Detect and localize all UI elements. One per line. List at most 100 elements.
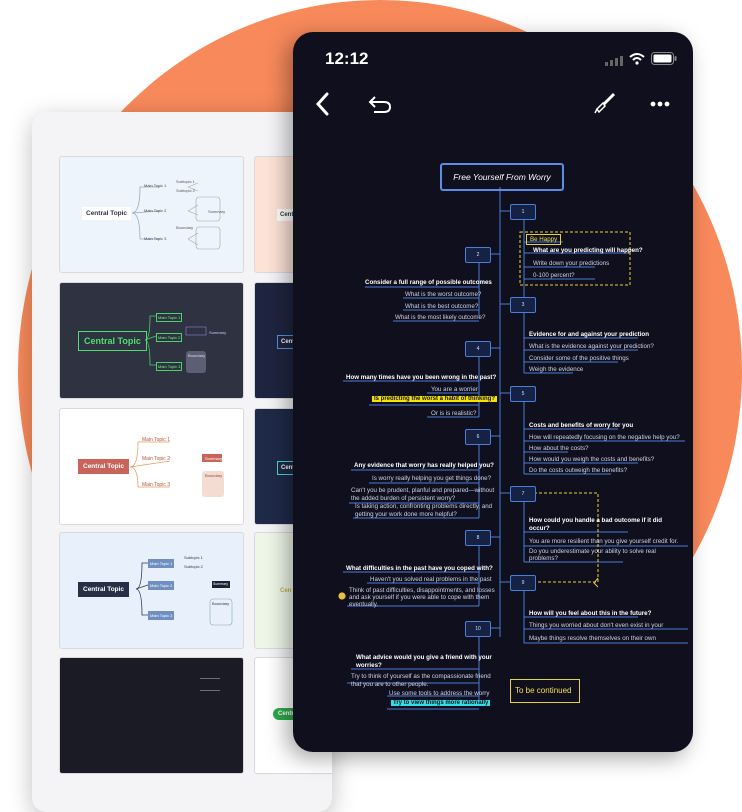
undo-icon[interactable] [368, 94, 392, 114]
template-1-lines [131, 182, 221, 250]
b5-item-3[interactable]: How about the costs? [529, 445, 589, 452]
b2-item-4[interactable]: What is the most likely outcome? [395, 314, 486, 321]
b3-item-2[interactable]: What is the evidence against your predic… [529, 343, 654, 350]
b10-item-5[interactable]: Use some tools to address the worry [389, 690, 490, 697]
b7-item-4[interactable]: Do you underestimate your ability to sol… [529, 548, 656, 555]
b7-item-2[interactable]: occur? [529, 525, 550, 532]
b7-item-1[interactable]: How could you handle a bad outcome if it… [529, 517, 663, 524]
b9-item-2[interactable]: Things you worried about don't even exis… [529, 622, 664, 629]
template-4-lines [135, 562, 233, 626]
mindmap-node-6[interactable]: 6 [465, 429, 491, 445]
template-4-sub-1: Subtopic 1 [184, 555, 203, 560]
b3-item-4[interactable]: Weigh the evidence [529, 366, 584, 373]
b6-item-4[interactable]: the added burden of persistent worry? [351, 495, 456, 502]
paint-brush-icon[interactable] [594, 92, 616, 114]
phone-screen: 12:12 [293, 32, 693, 752]
mindmap-node-8[interactable]: 8 [465, 530, 491, 546]
mindmap-node-1[interactable]: 1 [510, 204, 536, 220]
b4-item-3[interactable]: Is predicting the worst a habit of think… [372, 396, 498, 402]
b5-item-2[interactable]: How will repeatedly focusing on the nega… [529, 434, 680, 441]
template-gallery: Central Topic Main Topic 1 Main Topic 2 … [32, 112, 332, 812]
b3-item-1[interactable]: Evidence for and against your prediction [529, 331, 649, 338]
signal-icon [605, 56, 623, 66]
template-3-summary: Summary [205, 456, 223, 461]
b10-item-1[interactable]: What advice would you give a friend with… [356, 654, 492, 661]
b7-item-5[interactable]: problems? [529, 555, 558, 562]
template-3-central: Central Topic [78, 459, 130, 474]
template-3-main-3: Main Topic 3 [142, 482, 170, 488]
template-1-main-2: Main Topic 2 [144, 208, 167, 213]
template-4b-central: Cen [280, 588, 292, 594]
b10-item-4[interactable]: that you are to other people. [351, 681, 429, 688]
b6-item-2[interactable]: Is worry really helping you get things d… [372, 475, 492, 482]
mindmap-node-3[interactable]: 3 [510, 297, 536, 313]
mindmap-connectors [343, 187, 688, 710]
b6-item-1[interactable]: Any evidence that worry has really helpe… [354, 462, 494, 469]
smile-icon [338, 592, 346, 600]
template-card-5[interactable] [59, 657, 244, 774]
b2-item-1[interactable]: Consider a full range of possible outcom… [365, 279, 492, 286]
b9-item-1[interactable]: How will you feel about this in the futu… [529, 610, 652, 617]
template-card-4[interactable]: Central Topic Main Topic 1 Main Topic 2 … [59, 532, 244, 649]
template-card-3[interactable]: Central Topic Main Topic 1 Main Topic 2 … [59, 408, 244, 525]
template-1-sub-1: Subtopic 1 [176, 179, 195, 184]
template-2-boundary: Boundary [188, 353, 206, 358]
mindmap-node-7[interactable]: 7 [510, 486, 536, 502]
b1-item-4[interactable]: 0-100 percent? [533, 272, 575, 279]
wifi-icon [629, 53, 645, 65]
b5-item-1[interactable]: Costs and benefits of worry for you [529, 422, 634, 429]
b8-item-5[interactable]: eventually. [349, 601, 379, 608]
b1-item-3[interactable]: Write down your predictions [533, 260, 610, 267]
mindmap-node-2[interactable]: 2 [465, 247, 491, 263]
b10-item-6[interactable]: Try to view things more rationally [391, 700, 491, 706]
b3-item-3[interactable]: Consider some of the positive things [529, 355, 629, 362]
b1-item-2[interactable]: What are you predicting will happen? [533, 247, 643, 254]
b8-item-1[interactable]: What difficulties in the past have you c… [346, 565, 493, 572]
b8-item-3[interactable]: Think of past difficulties, disappointme… [349, 587, 495, 594]
more-dots-icon[interactable] [650, 101, 670, 107]
b5-item-4[interactable]: How would you weigh the costs and benefi… [529, 456, 655, 463]
template-1-summary: Summary [208, 209, 226, 214]
status-time: 12:12 [325, 49, 369, 68]
b4-item-1[interactable]: How many times have you been wrong in th… [346, 374, 497, 381]
b6-item-6[interactable]: getting your work done more helpful? [355, 511, 457, 518]
template-4-main-3: Main Topic 3 [148, 611, 175, 620]
template-4-summary: Summary [213, 582, 228, 586]
b2-item-2[interactable]: What is the worst outcome? [405, 291, 482, 298]
battery-icon [651, 52, 677, 65]
b6-item-3[interactable]: Can't you be prudent, planful and prepar… [351, 487, 495, 494]
mindmap-node-4[interactable]: 4 [465, 341, 491, 357]
mindmap-root[interactable]: Free Yourself From Worry [440, 163, 564, 191]
template-4-central: Central Topic [78, 582, 130, 597]
to-be-continued-box[interactable]: To be continued [510, 679, 580, 703]
template-5b-central: Centr [273, 708, 299, 720]
b6-item-5[interactable]: Is taking action, confronting problems d… [355, 503, 493, 510]
b10-item-2[interactable]: worries? [356, 662, 382, 669]
template-3-main-2: Main Topic 2 [142, 456, 170, 462]
template-2-summary: Summary [209, 330, 227, 335]
b4-item-4[interactable]: Or is is realistic? [431, 410, 477, 417]
b8-item-2[interactable]: Haven't you solved real problems in the … [370, 576, 492, 583]
b10-item-3[interactable]: Try to think of yourself as the compassi… [351, 673, 491, 680]
template-card-1[interactable]: Central Topic Main Topic 1 Main Topic 2 … [59, 156, 244, 273]
b4-item-2[interactable]: You are a worrier [431, 386, 478, 393]
b1-be-happy[interactable]: Be Happy [526, 234, 562, 245]
template-card-2[interactable]: Central Topic Main Topic 1 Main Topic 2 … [59, 282, 244, 399]
b2-item-3[interactable]: What is the best outcome? [405, 303, 479, 310]
mindmap-node-9[interactable]: 9 [510, 575, 536, 591]
b5-item-5[interactable]: Do the costs outweigh the benefits? [529, 467, 628, 474]
template-4-main-2: Main Topic 2 [148, 581, 175, 590]
template-5-line [200, 678, 220, 679]
template-2-main-3: Main Topic 3 [156, 362, 183, 371]
template-3-main-1: Main Topic 1 [142, 437, 170, 443]
mindmap-node-10[interactable]: 10 [465, 621, 491, 637]
b7-item-3[interactable]: You are more resilient than you give you… [529, 538, 679, 545]
b9-item-3[interactable]: Maybe things resolve themselves on their… [529, 635, 656, 642]
b8-item-4[interactable]: and ask yourself if you were able to cop… [349, 594, 490, 601]
chevron-left-icon[interactable] [315, 92, 331, 116]
template-4-sub-2: Subtopic 2 [184, 564, 203, 569]
mindmap-node-5[interactable]: 5 [510, 386, 536, 402]
template-1-main-1: Main Topic 1 [144, 183, 167, 188]
template-4-boundary: Boundary [212, 601, 230, 606]
template-3-lines [129, 441, 224, 497]
